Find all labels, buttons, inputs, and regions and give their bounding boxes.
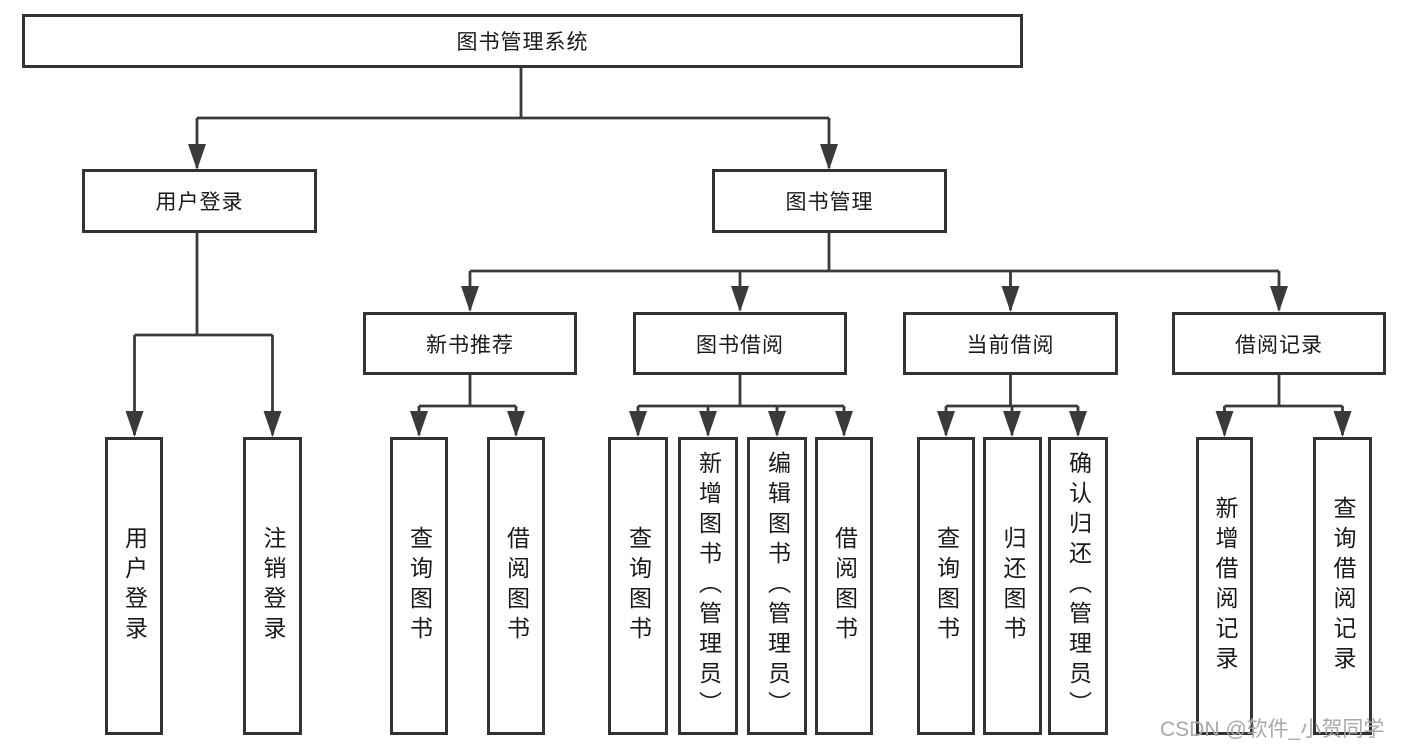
leaf-confirm-return-admin: 确认归还（管理员） [1048,437,1108,735]
leaf-user-login: 用户登录 [105,437,163,735]
csdn-watermark: CSDN @软件_小贺同学 [1160,718,1385,741]
arrowhead-icons [125,144,1352,437]
leaf-query-book-current: 查询图书 [917,437,975,735]
node-user-login: 用户登录 [82,169,317,233]
node-book-management: 图书管理 [712,169,947,233]
leaf-logout: 注销登录 [243,437,302,735]
leaf-query-book-recommend: 查询图书 [390,437,448,735]
node-new-book-recommend: 新书推荐 [363,312,577,375]
node-current-borrow: 当前借阅 [903,312,1118,375]
leaf-query-book-borrow: 查询图书 [608,437,668,735]
leaf-query-borrow-record: 查询借阅记录 [1313,437,1372,735]
node-book-borrow: 图书借阅 [633,312,847,375]
leaf-borrow-book-recommend: 借阅图书 [487,437,545,735]
leaf-add-borrow-record: 新增借阅记录 [1196,437,1253,735]
leaf-return-book: 归还图书 [983,437,1042,735]
leaf-borrow-book: 借阅图书 [815,437,873,735]
leaf-edit-book-admin: 编辑图书（管理员） [747,437,807,735]
node-system-root: 图书管理系统 [22,14,1023,68]
node-borrow-records: 借阅记录 [1172,312,1386,375]
leaf-add-book-admin: 新增图书（管理员） [678,437,738,735]
